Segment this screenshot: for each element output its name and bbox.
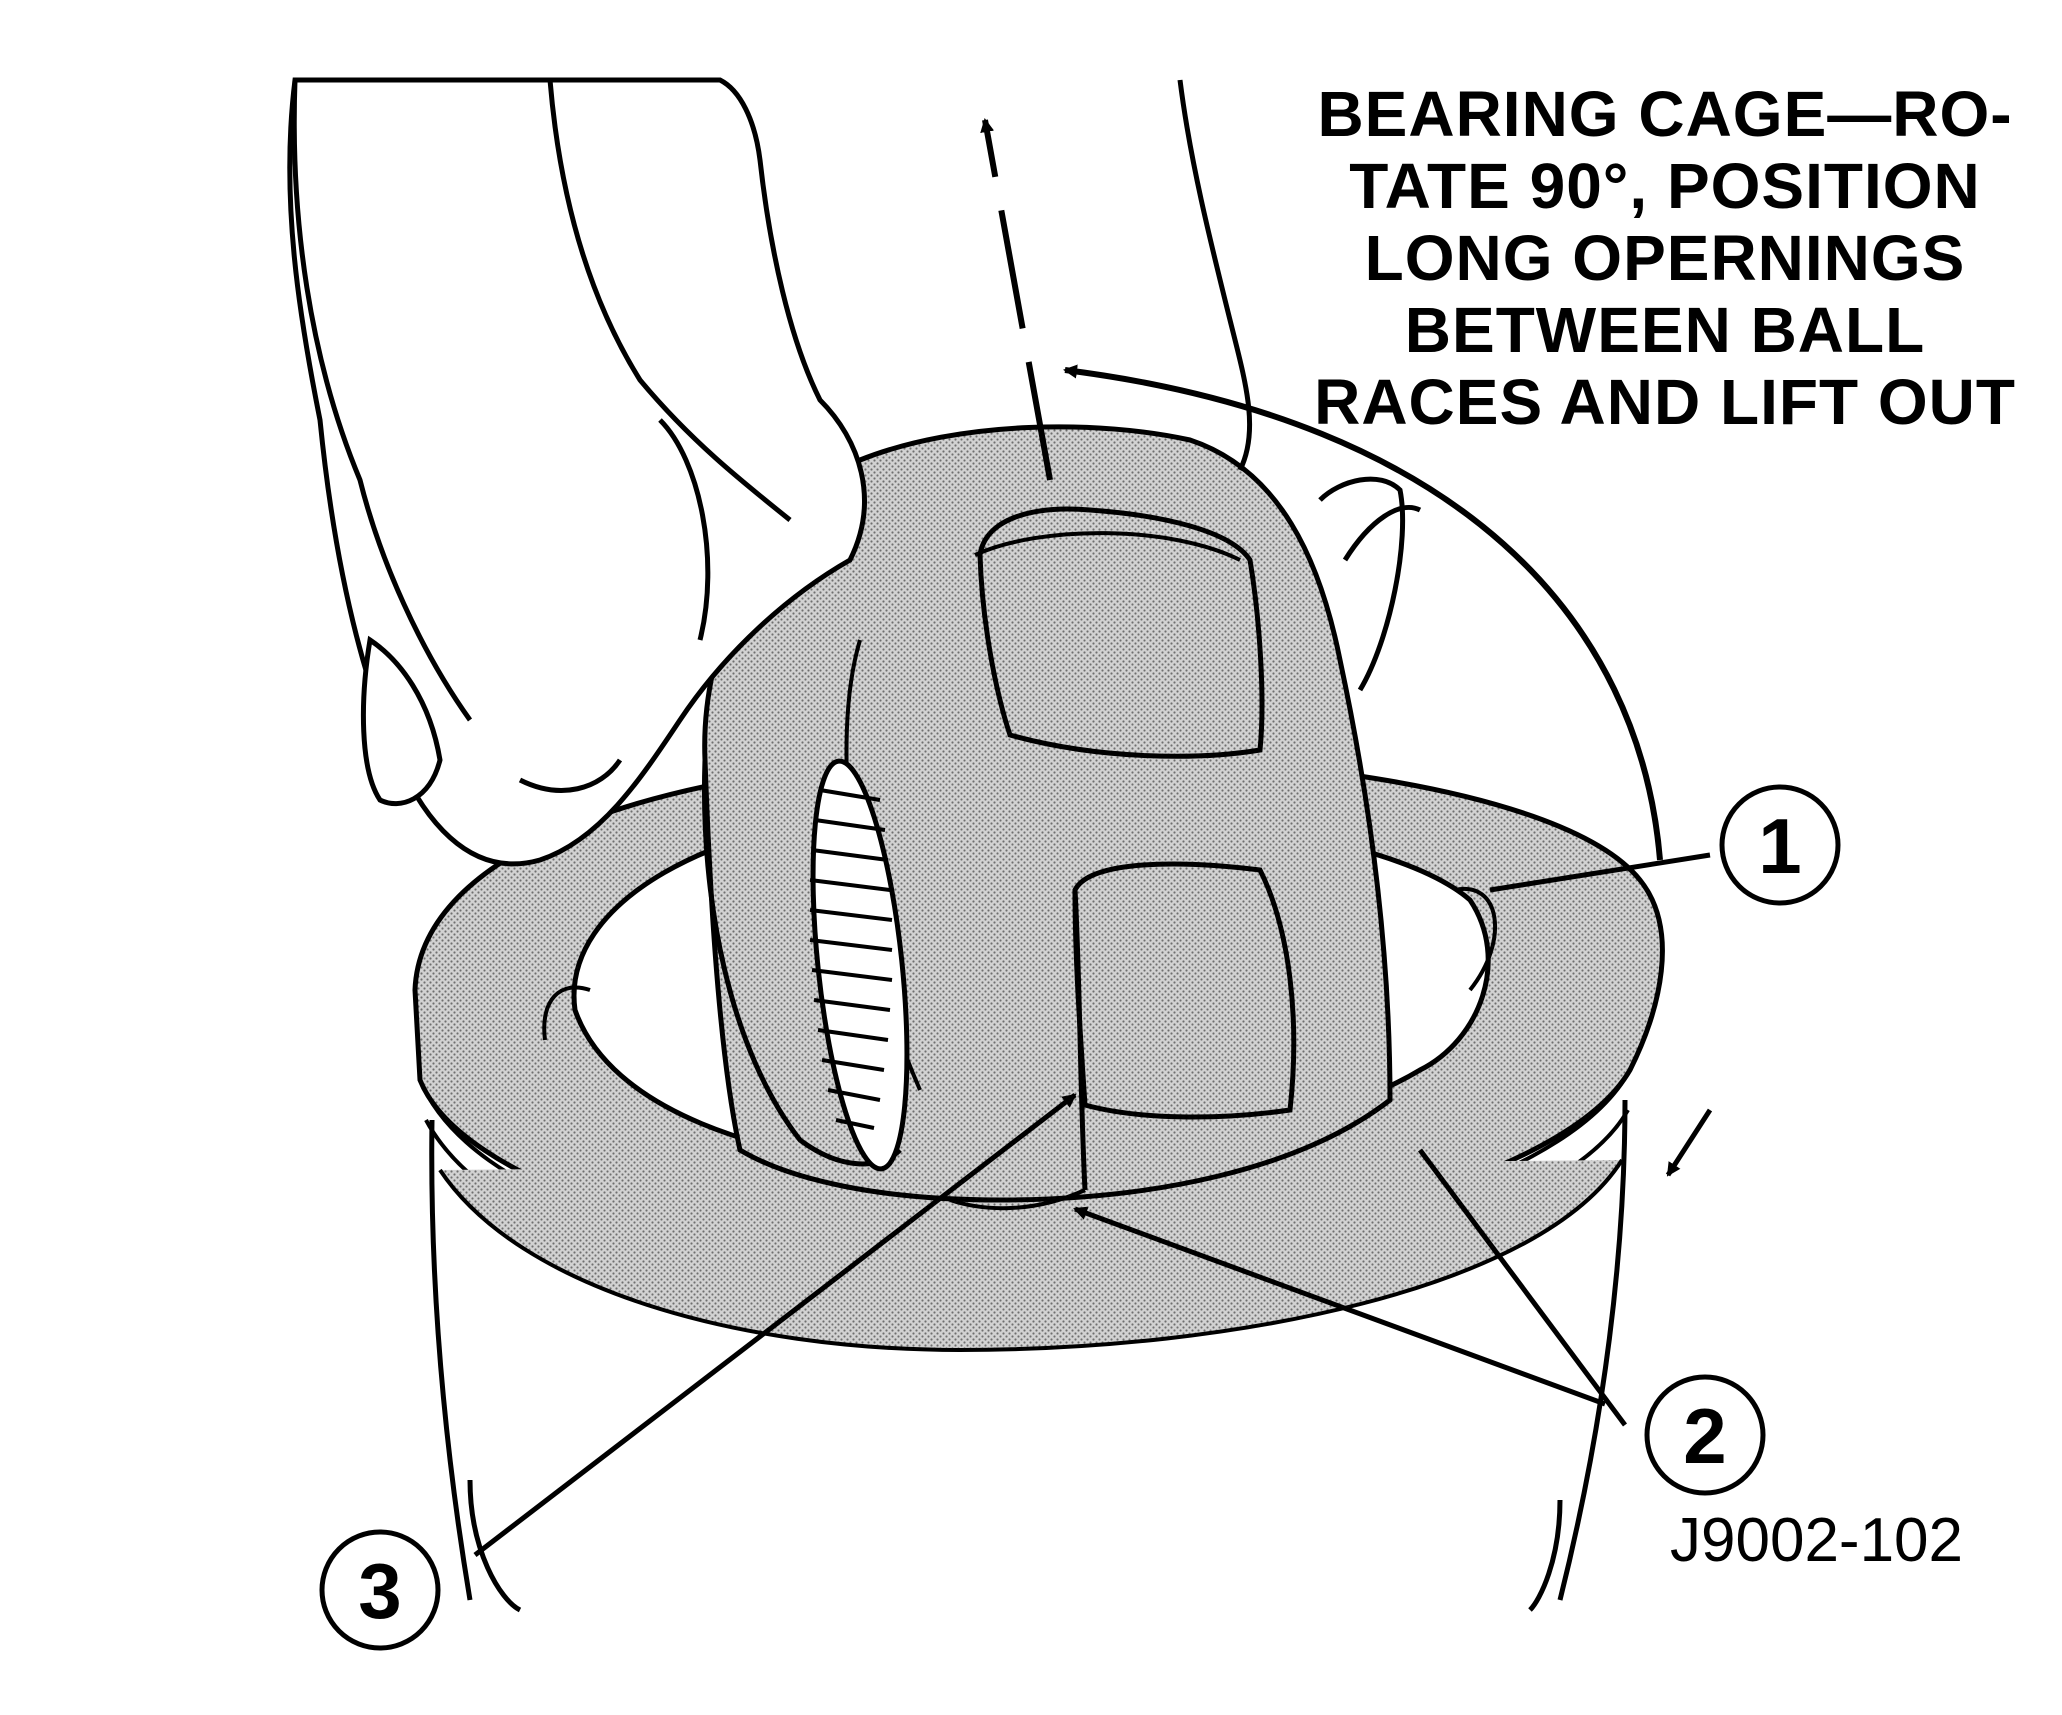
procedure-caption: BEARING CAGE—RO- TATE 90°, POSITION LONG…	[1270, 78, 2060, 438]
callout-2: 2	[1644, 1374, 1766, 1496]
callout-1: 1	[1719, 784, 1841, 906]
callout-3-label: 3	[358, 1547, 401, 1635]
caption-line-5: RACES AND LIFT OUT	[1314, 366, 2016, 438]
callout-3: 3	[319, 1529, 441, 1651]
caption-line-4: BETWEEN BALL	[1404, 294, 1926, 366]
callout-1-label: 1	[1758, 802, 1801, 890]
callout-2-label: 2	[1683, 1392, 1726, 1480]
leader-lines	[473, 852, 1713, 1557]
caption-line-2: TATE 90°, POSITION	[1349, 150, 1981, 222]
bearing-cage	[702, 424, 1393, 1211]
caption-line-1: BEARING CAGE—RO-	[1317, 78, 2013, 150]
outer-housing	[429, 1099, 1628, 1613]
caption-line-3: LONG OPERNINGS	[1364, 222, 1966, 294]
motion-arrows	[980, 118, 1663, 861]
technician-hand	[287, 77, 1422, 867]
figure-id: J9002-102	[1670, 1506, 1964, 1575]
